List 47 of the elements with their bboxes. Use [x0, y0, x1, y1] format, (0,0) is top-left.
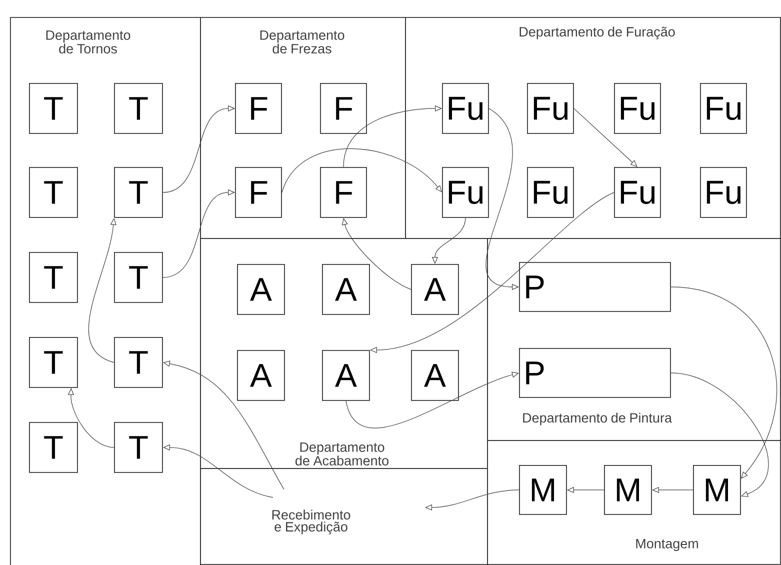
machine-box: Fu	[614, 167, 661, 218]
department-heading: Departamento de Tornos	[46, 30, 130, 54]
machine-box: Fu	[700, 167, 747, 218]
department-heading: Recebimento e Expedição	[272, 510, 350, 534]
machine-box: P	[519, 348, 671, 398]
arrow	[574, 108, 638, 167]
arrow	[343, 105, 442, 168]
machine-box: A	[237, 264, 285, 315]
machine-box: Fu	[442, 83, 489, 134]
machine-box: A	[411, 264, 459, 315]
machine-box: P	[519, 262, 671, 312]
machine-box: F	[320, 83, 367, 134]
machine-box: T	[29, 252, 78, 303]
department-heading: Departamento de Frezas	[260, 30, 344, 54]
machine-box: A	[322, 350, 370, 401]
machine-box: F	[320, 167, 367, 218]
arrow	[162, 105, 235, 193]
machine-box: T	[114, 422, 163, 473]
machine-box: M	[519, 465, 567, 515]
machine-box: T	[114, 252, 163, 303]
machine-box: M	[693, 465, 741, 515]
machine-box: A	[411, 350, 459, 401]
arrow	[346, 372, 519, 428]
machine-box: F	[235, 167, 282, 218]
machine-box: Fu	[442, 167, 489, 218]
machine-box: T	[29, 167, 78, 218]
arrow	[670, 372, 769, 497]
machine-box: T	[114, 83, 163, 134]
machine-box: A	[237, 350, 285, 401]
machine-box: M	[604, 465, 652, 515]
department-heading: Montagem	[636, 538, 698, 552]
machine-box: T	[29, 337, 78, 388]
arrow	[162, 189, 235, 278]
machine-box: T	[114, 337, 163, 388]
department-heading: Departamento de Acabamento	[296, 442, 388, 466]
machine-box: Fu	[527, 83, 574, 134]
machine-box: T	[29, 83, 78, 134]
machine-box: Fu	[614, 83, 661, 134]
machine-box: Fu	[527, 167, 574, 218]
machine-box: T	[29, 422, 78, 473]
machine-box: T	[114, 167, 163, 218]
machine-box: F	[235, 83, 282, 134]
machine-box: A	[322, 264, 370, 315]
department-heading: Departamento de Furação	[520, 26, 675, 40]
machine-box: Fu	[700, 83, 747, 134]
department-heading: Departamento de Pintura	[523, 412, 672, 426]
arrow	[282, 148, 442, 193]
